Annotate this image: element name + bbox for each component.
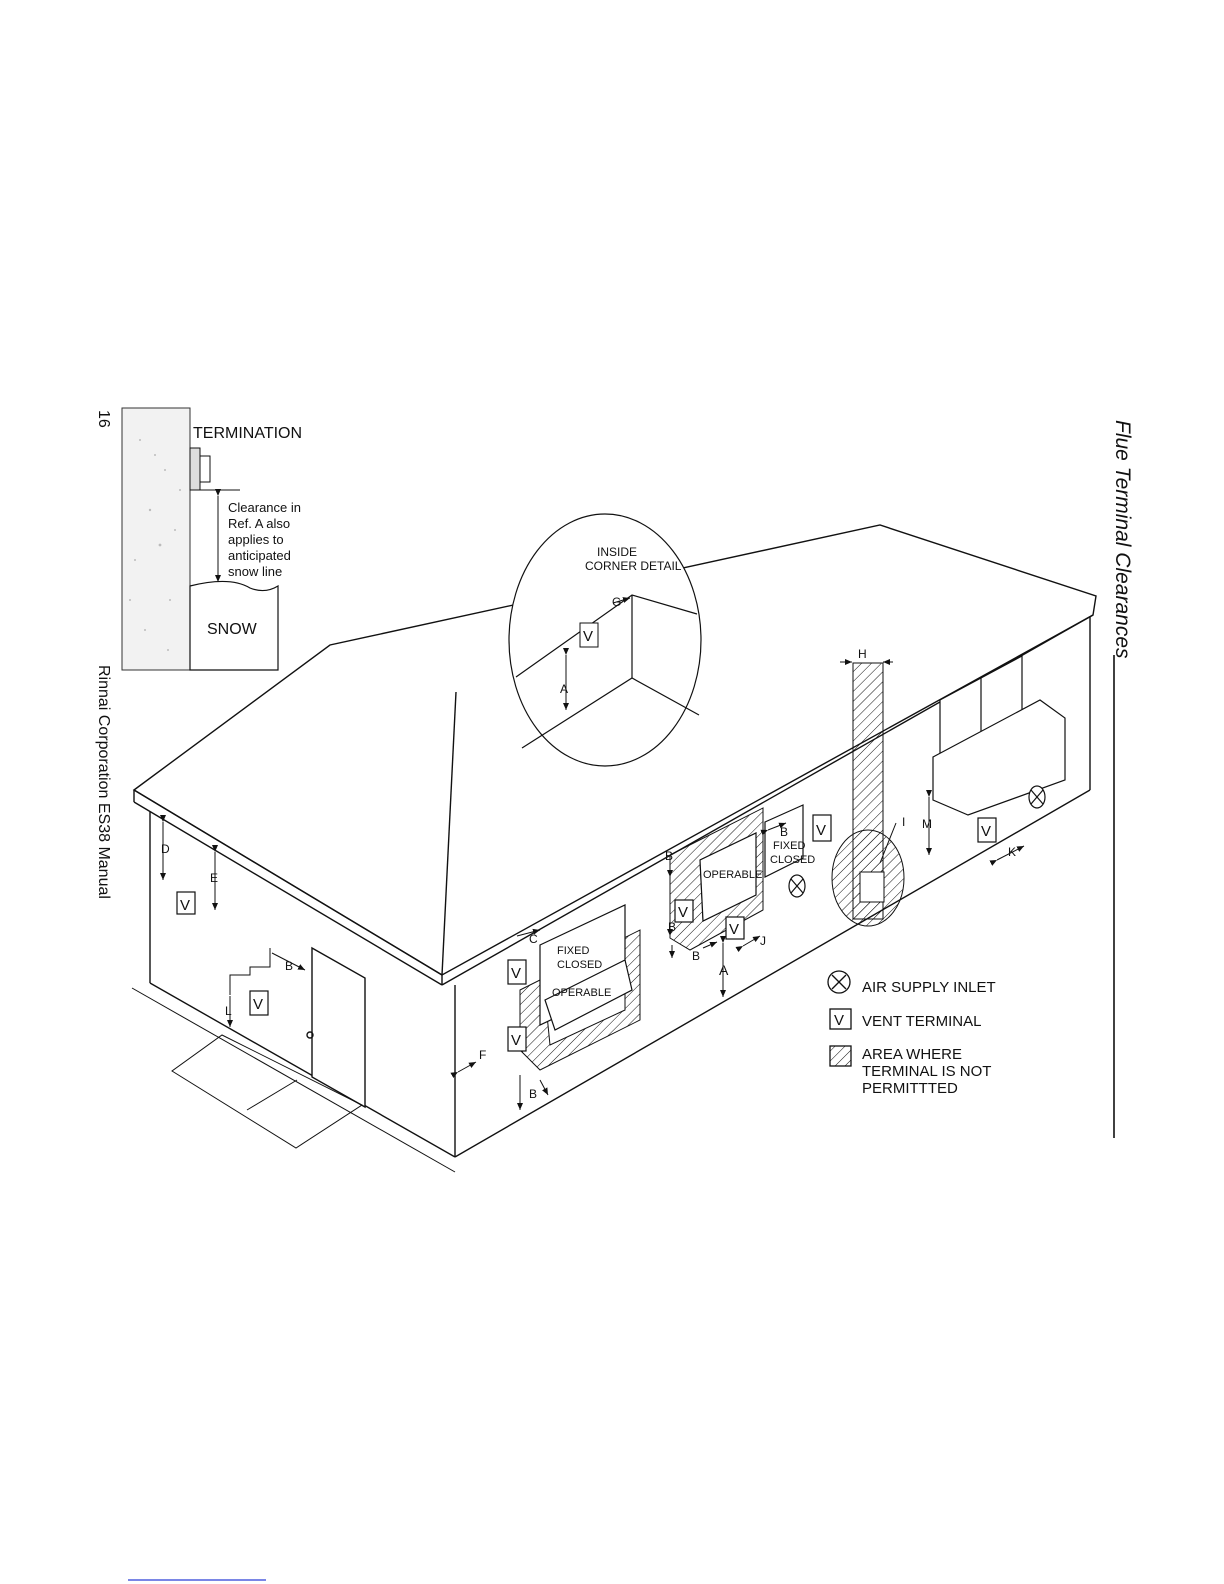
termination-label: TERMINATION — [193, 425, 302, 442]
vent-letter-5: V — [678, 904, 688, 921]
clearance-line-4: anticipated — [228, 548, 291, 563]
label-e: E — [210, 871, 218, 885]
label-j: J — [760, 934, 766, 948]
snow-label: SNOW — [207, 621, 258, 638]
label-k: K — [1008, 845, 1016, 859]
vent-terminal-mid-bottom — [725, 916, 745, 940]
clearance-line-2: Ref. A also — [228, 516, 290, 531]
door-knob — [306, 1031, 314, 1039]
fixed-window-fixed: FIXED — [773, 840, 805, 852]
vent-terminal-fixed — [812, 814, 832, 842]
legend-vent-letter: V — [834, 1012, 844, 1029]
windows — [539, 654, 1066, 1031]
planter-box — [932, 699, 1066, 816]
corner-detail: INSIDE CORNER DETAIL G A V — [508, 513, 702, 767]
legend-area-line-3: PERMITTTED — [862, 1080, 958, 1097]
window-left-sill — [544, 959, 633, 1031]
door — [311, 946, 366, 1109]
wall-texture — [129, 439, 181, 651]
legend-air-inlet-icon — [827, 970, 851, 994]
left-window-fixed: FIXED — [557, 945, 589, 957]
vent-terminals — [176, 814, 997, 1052]
fixed-window-closed: CLOSED — [770, 854, 815, 866]
snow-mound — [189, 580, 279, 671]
hatched-zones — [519, 662, 905, 1071]
label-h: H — [858, 647, 867, 661]
corner-label-a: A — [560, 682, 568, 696]
vent-letters: V V V V V V V V — [180, 822, 991, 1049]
clearance-line-5: snow line — [228, 564, 282, 579]
vent-letter-3: V — [511, 965, 521, 982]
brick-wall — [121, 407, 191, 671]
label-b-side: B — [668, 920, 676, 934]
legend-area-line-2: TERMINAL IS NOT — [862, 1063, 991, 1080]
dimension-lines — [160, 659, 1025, 1110]
vent-terminal-m — [977, 817, 997, 843]
legend-vent-terminal: VENT TERMINAL — [862, 1013, 981, 1030]
termination-cap — [189, 447, 201, 491]
vent-letter-6: V — [729, 921, 739, 938]
left-window-operable: OPERABLE — [552, 987, 611, 999]
vent-letter-4: V — [511, 1032, 521, 1049]
air-inlet-k — [1028, 785, 1046, 809]
label-b-door: B — [285, 959, 293, 973]
vent-letter-7: V — [816, 822, 826, 839]
air-inlet-j — [788, 874, 806, 898]
corner-label-g: G — [612, 595, 621, 609]
label-f: F — [479, 1048, 486, 1062]
vent-terminal-door — [249, 990, 269, 1016]
walkway — [171, 1034, 364, 1149]
corner-vent-symbol — [579, 622, 599, 648]
vent-letter-2: V — [253, 996, 263, 1013]
termination-hood — [199, 455, 211, 483]
mid-window-operable: OPERABLE — [703, 869, 762, 881]
corner-detail-title-2: CORNER DETAIL — [585, 559, 682, 573]
clearance-line-3: applies to — [228, 532, 284, 547]
label-a-wall: A — [719, 962, 729, 978]
footer-text: Rinnai Corporation ES38 Manual — [95, 665, 112, 899]
page-title: Flue Terminal Clearances — [1111, 420, 1134, 659]
corner-detail-circle — [508, 513, 702, 767]
snow-detail: TERMINATION Clearance in Ref. A also app… — [121, 407, 302, 671]
clearance-line-1: Clearance in — [228, 500, 301, 515]
vent-letter-8: V — [981, 823, 991, 840]
label-i: I — [902, 815, 905, 829]
legend-air-supply: AIR SUPPLY INLET — [862, 979, 996, 996]
label-l: L — [225, 1004, 232, 1018]
label-c: C — [529, 932, 538, 946]
left-window-closed: CLOSED — [557, 959, 602, 971]
label-m: M — [922, 817, 932, 831]
label-b-fixed: B — [780, 825, 788, 839]
air-supply-inlets — [788, 785, 1046, 898]
legend-hatch-icon — [829, 1045, 852, 1067]
legend-vent-icon — [829, 1008, 852, 1030]
label-d: D — [161, 842, 170, 856]
vent-letter-1: V — [180, 897, 190, 914]
vent-terminal-c — [507, 959, 527, 985]
window-mid — [699, 832, 757, 922]
label-b-bottom: B — [692, 949, 700, 963]
legend-area-line-1: AREA WHERE — [862, 1046, 962, 1063]
house-labels: D E B L C F B A B B B J B H I M K FIXED … — [161, 647, 1016, 1101]
page-number: 16 — [95, 410, 112, 428]
legend-symbols — [827, 970, 852, 1067]
corner-vent-letter: V — [583, 628, 593, 645]
vent-terminal-f — [507, 1026, 527, 1052]
vent-terminal-mid-left — [674, 899, 694, 923]
label-b-window-left: B — [529, 1087, 537, 1101]
chimney-cap — [859, 871, 885, 903]
vent-terminal-d — [176, 891, 196, 915]
corner-detail-title-1: INSIDE — [597, 545, 637, 559]
label-b-top: B — [665, 849, 673, 863]
